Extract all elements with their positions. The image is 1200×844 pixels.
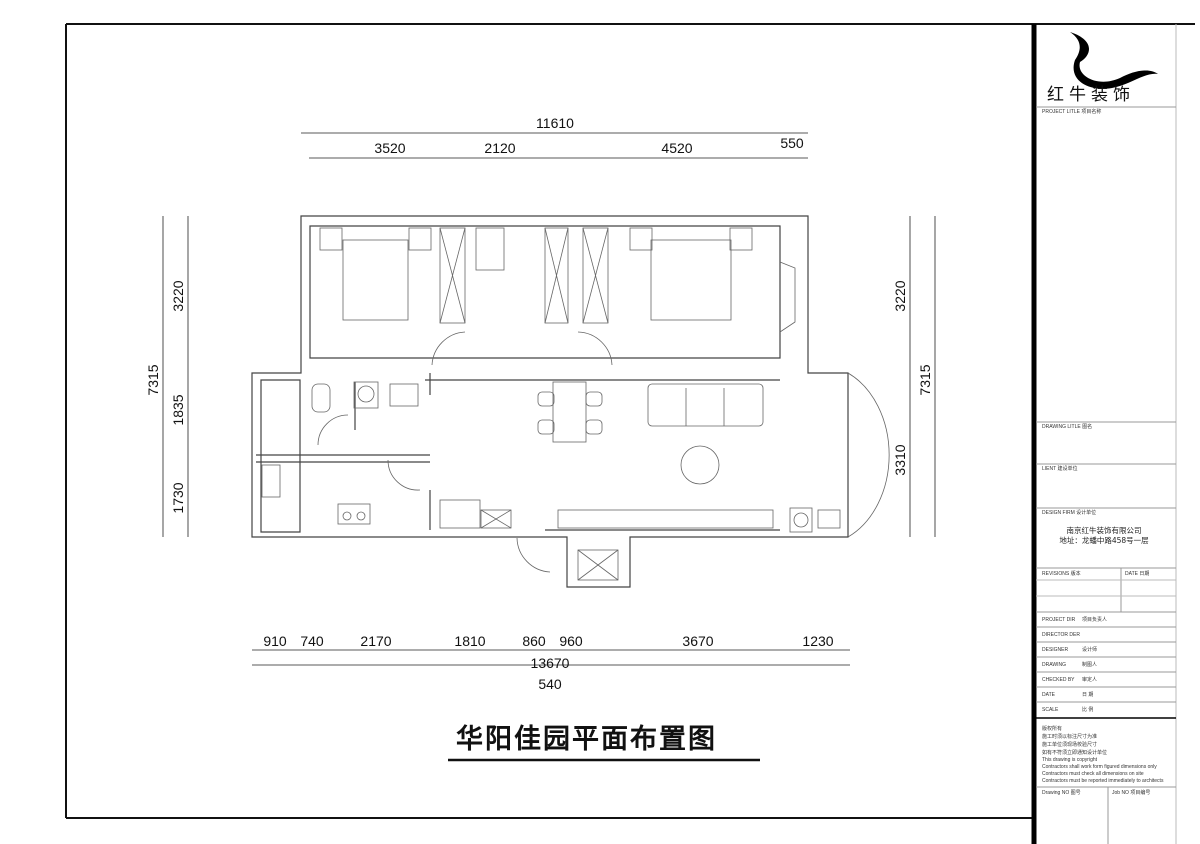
desk [475, 227, 505, 271]
note: 如有不符须立即通知设计单位 [1042, 749, 1107, 756]
dim-left: 3220 [170, 280, 186, 311]
drawing-title: 华阳佳园平面布置图 [456, 723, 717, 755]
dim-bottom-extra: 540 [538, 676, 562, 692]
dim-top: 3520 [374, 140, 405, 156]
kitchen-sink [261, 464, 281, 498]
design-firm-label: DESIGN FIRM 设计单位 [1042, 509, 1096, 516]
dim-top: 4520 [661, 140, 692, 156]
dim-left-total: 7315 [145, 364, 161, 395]
firm-address: 地址：龙蟠中路458号一层 [1059, 535, 1149, 545]
dim-top: 2120 [484, 140, 515, 156]
note: Contractors must check all dimensions on… [1042, 771, 1144, 777]
row-label: DIRECTOR DER [1042, 632, 1080, 638]
dim-right-total: 7315 [917, 364, 933, 395]
dim-right: 3220 [892, 280, 908, 311]
revisions-label: REVISIONS 版本 [1042, 570, 1081, 577]
dim-left: 1835 [170, 394, 186, 425]
row-label: SCALE [1042, 707, 1059, 713]
dim-bottom: 3670 [682, 633, 713, 649]
row-value: 比 例 [1082, 706, 1093, 713]
sofa [647, 383, 764, 427]
note: This drawing is copyright [1042, 757, 1098, 763]
bed-2 [650, 239, 732, 321]
dim-bottom: 1230 [802, 633, 833, 649]
row-label: DRAWING [1042, 662, 1066, 668]
note: 施工单位须现场校验尺寸 [1042, 741, 1097, 748]
row-value: 制图人 [1082, 661, 1097, 668]
sheet-frame [65, 23, 1195, 844]
washer [353, 381, 379, 409]
wardrobe-3 [582, 227, 609, 324]
basin [389, 383, 419, 407]
coffee-table [680, 445, 720, 485]
note: 施工时须以标注尺寸为准 [1042, 733, 1097, 740]
firm-name: 南京红牛装饰有限公司 [1067, 525, 1142, 535]
dining-table [552, 381, 587, 443]
brand-logo [1070, 32, 1158, 89]
job-no-label: Job NO 项目编号 [1112, 789, 1150, 796]
row-label: DATE [1042, 692, 1056, 698]
project-title-label: PROJECT LITLE 项目名称 [1042, 108, 1101, 115]
row-label: DESIGNER [1042, 647, 1069, 653]
stove [337, 503, 371, 525]
note: 版权所有 [1042, 725, 1062, 732]
note: Contractors must be reported immediately… [1042, 778, 1164, 784]
dim-bottom: 2170 [360, 633, 391, 649]
drawing-title-label: DRAWING LITLE 图名 [1042, 423, 1092, 430]
row-value: 项目负责人 [1082, 616, 1107, 623]
note: Contractors shall work form figured dime… [1042, 764, 1157, 770]
balcony-washer [789, 507, 813, 533]
toilet [311, 383, 331, 413]
brand-name: 红牛装饰 [1047, 85, 1135, 105]
title-block: 红牛装饰 PROJECT LITLE 项目名称 DRAWING LITLE 图名… [1036, 32, 1176, 844]
dim-top: 550 [780, 135, 804, 151]
bed-1 [342, 239, 409, 321]
dim-bottom: 960 [559, 633, 583, 649]
row-label: CHECKED BY [1042, 677, 1075, 683]
copyright-notes: 版权所有 施工时须以标注尺寸为准 施工单位须现场校验尺寸 如有不符须立即通知设计… [1042, 725, 1164, 784]
dim-bottom: 740 [300, 633, 324, 649]
row-value: 审定人 [1082, 676, 1097, 683]
date-column-label: DATE 日期 [1125, 571, 1149, 577]
drawing-no-label: Drawing NO 图号 [1042, 790, 1081, 796]
dim-right: 3310 [892, 444, 908, 475]
row-value: 设计师 [1082, 646, 1097, 653]
wardrobe-1 [439, 227, 466, 324]
dim-left: 1730 [170, 482, 186, 513]
dim-top-total: 11610 [536, 115, 574, 131]
dim-bottom: 910 [263, 633, 287, 649]
dimension-labels: 11610 3520 2120 4520 550 7315 3220 1835 … [145, 115, 933, 692]
row-value: 日 期 [1082, 692, 1093, 698]
dim-bottom-total: 13670 [531, 655, 570, 671]
client-label: LIENT 建设单位 [1042, 465, 1077, 472]
dim-bottom: 860 [522, 633, 546, 649]
wardrobe-2 [544, 227, 569, 324]
dimension-lines [162, 132, 936, 666]
title-block-rows: PROJECT DIR 项目负责人 DIRECTOR DER DESIGNER … [1036, 616, 1176, 713]
row-label: PROJECT DIR [1042, 617, 1076, 623]
floor-plan [251, 215, 890, 588]
dim-bottom: 1810 [454, 633, 485, 649]
